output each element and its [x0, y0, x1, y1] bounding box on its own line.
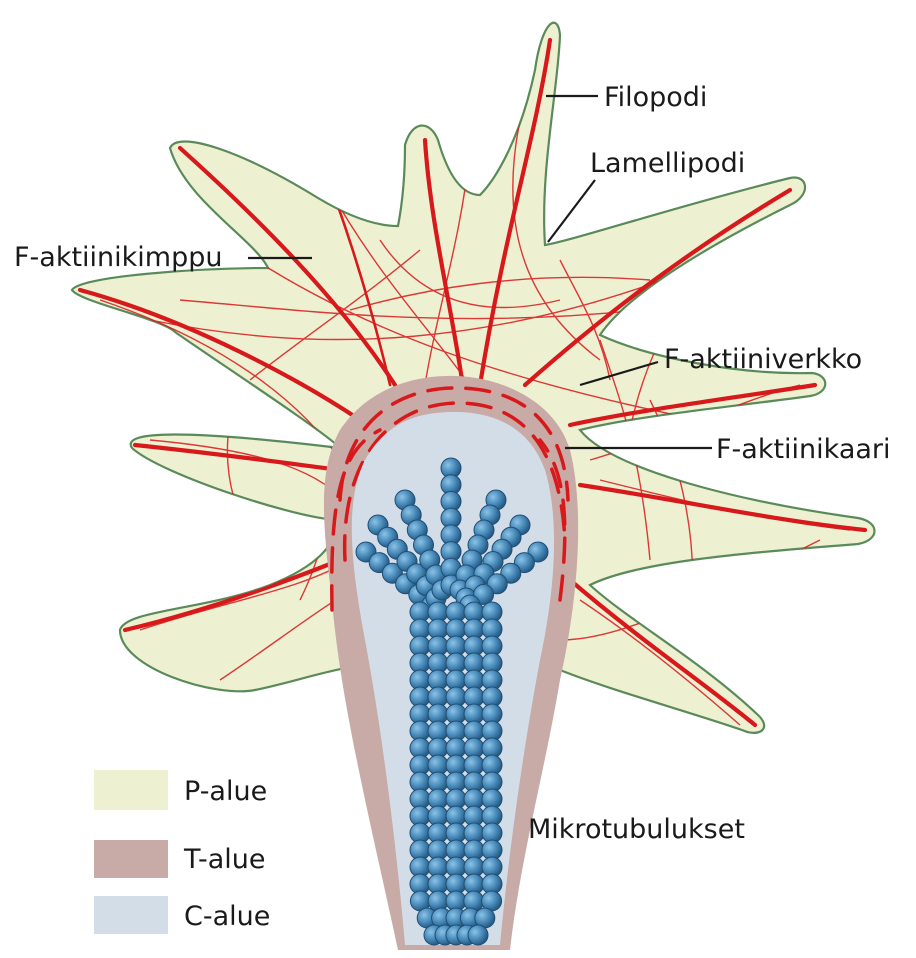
- f-aktiinikaari-label: F-aktiinikaari: [716, 434, 891, 465]
- legend-swatch-t-alue: [94, 840, 168, 878]
- legend-swatch-p-alue: [94, 770, 168, 810]
- f-aktiinikimppu-label: F-aktiinikimppu: [14, 242, 223, 273]
- lamellipodi-label: Lamellipodi: [590, 148, 745, 179]
- f-aktiiniverkko-label: F-aktiiniverkko: [664, 344, 862, 375]
- legend: P-alue T-alue C-alue: [94, 770, 270, 934]
- lamellipodi-leader: [548, 180, 595, 242]
- microtubule-subunit: [464, 891, 484, 911]
- legend-label-t-alue: T-alue: [183, 844, 266, 875]
- legend-label-c-alue: C-alue: [184, 901, 270, 932]
- microtubule-subunit: [428, 891, 448, 911]
- legend-label-p-alue: P-alue: [184, 776, 267, 807]
- filopodi-label: Filopodi: [604, 82, 707, 113]
- legend-swatch-c-alue: [94, 896, 168, 934]
- microtubule-subunit: [468, 925, 488, 945]
- mikrotubulukset-label: Mikrotubulukset: [528, 814, 745, 845]
